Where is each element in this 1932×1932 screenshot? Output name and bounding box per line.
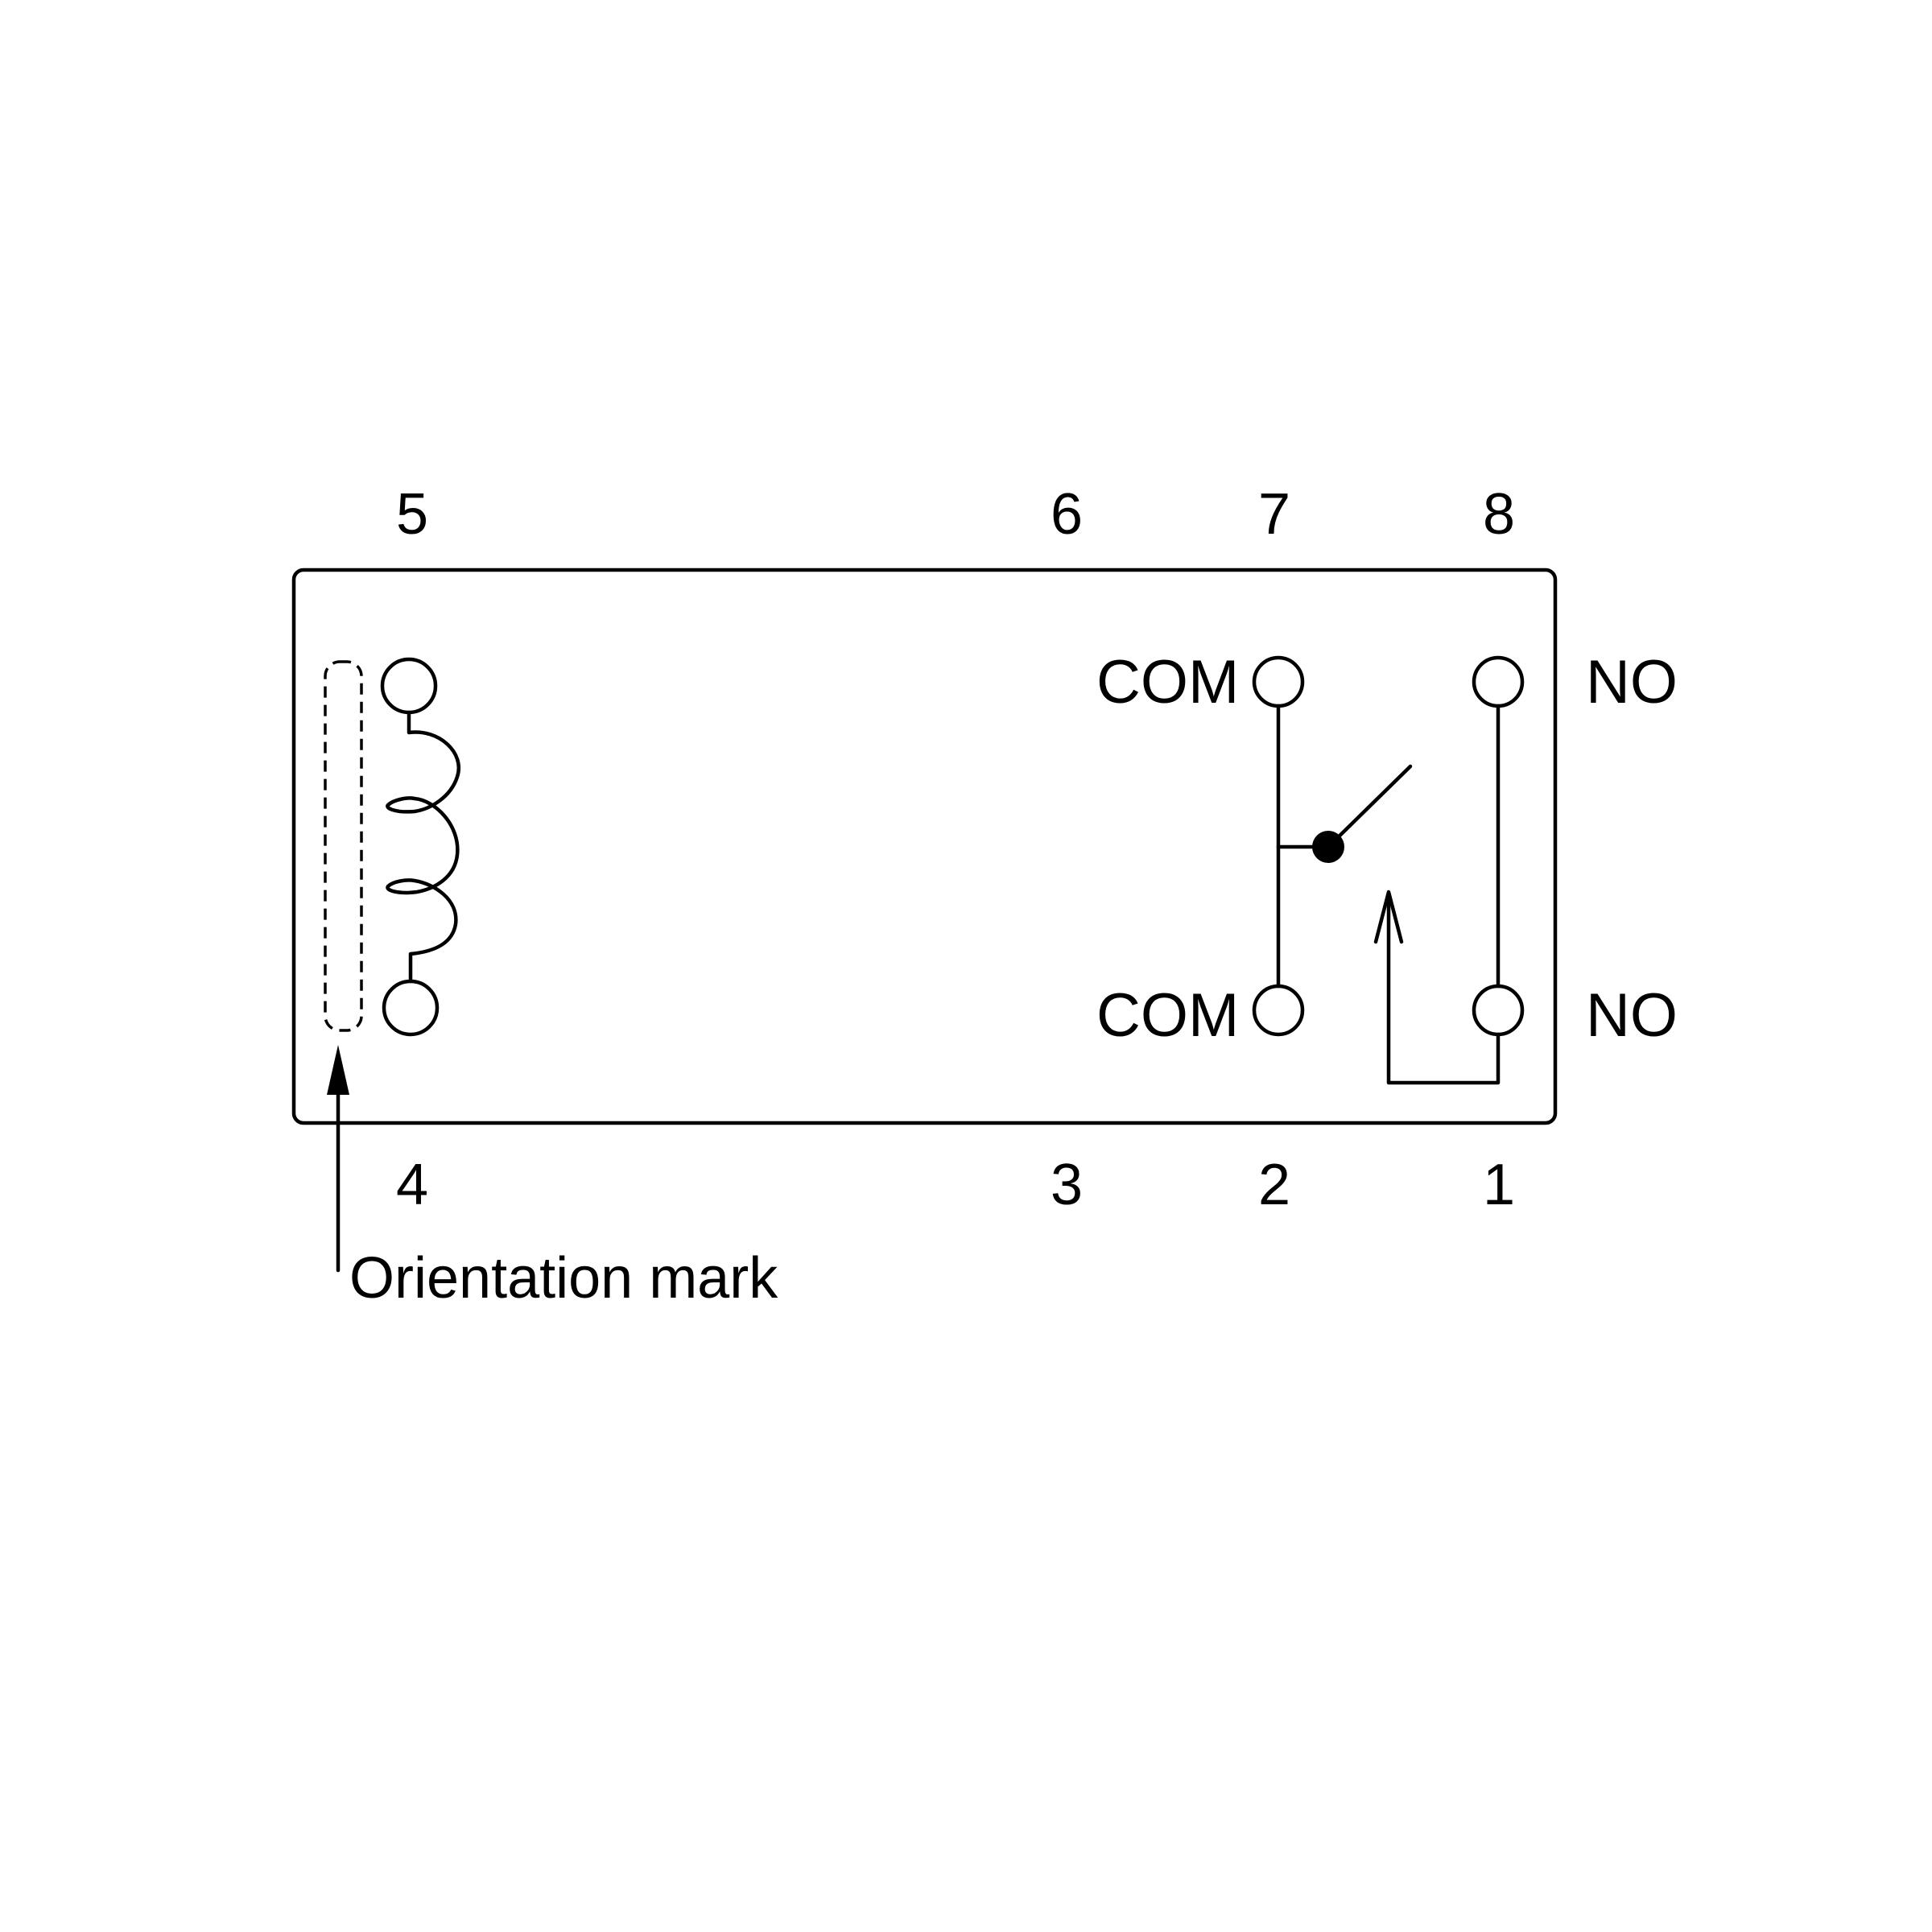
pin-number-7: 7 — [1258, 482, 1290, 547]
return-arrow-head — [1373, 890, 1404, 944]
orientation-mark-label: Orientation mark — [349, 1246, 778, 1311]
coil-terminal-bottom — [382, 979, 440, 1037]
no-return-path — [1386, 893, 1501, 1085]
pin-number-1: 1 — [1483, 1153, 1515, 1217]
coil-terminal-top — [380, 657, 438, 715]
orientation-mark-outline — [324, 660, 363, 1032]
no-terminal-bottom — [1472, 984, 1525, 1037]
com-terminal-top — [1252, 655, 1305, 708]
coil-symbol — [380, 657, 460, 1037]
contact-arm — [1326, 764, 1413, 849]
pin-number-4: 4 — [396, 1153, 428, 1217]
pin-number-5: 5 — [396, 482, 428, 547]
no-terminal-top — [1472, 655, 1525, 708]
no-label-top: NO — [1586, 648, 1678, 716]
pin-number-8: 8 — [1483, 482, 1515, 547]
relay-body-outline — [291, 568, 1558, 1125]
com-label-top: COM — [1096, 648, 1239, 716]
com-label-bottom: COM — [1096, 981, 1239, 1050]
orientation-pointer-arrow-icon — [327, 1045, 349, 1095]
no-label-bottom: NO — [1586, 981, 1678, 1050]
pin-number-2: 2 — [1258, 1153, 1290, 1217]
pin-number-6: 6 — [1051, 482, 1083, 547]
coil-winding — [386, 710, 460, 984]
com-terminal-bottom — [1252, 984, 1305, 1037]
pin-number-3: 3 — [1051, 1153, 1083, 1217]
